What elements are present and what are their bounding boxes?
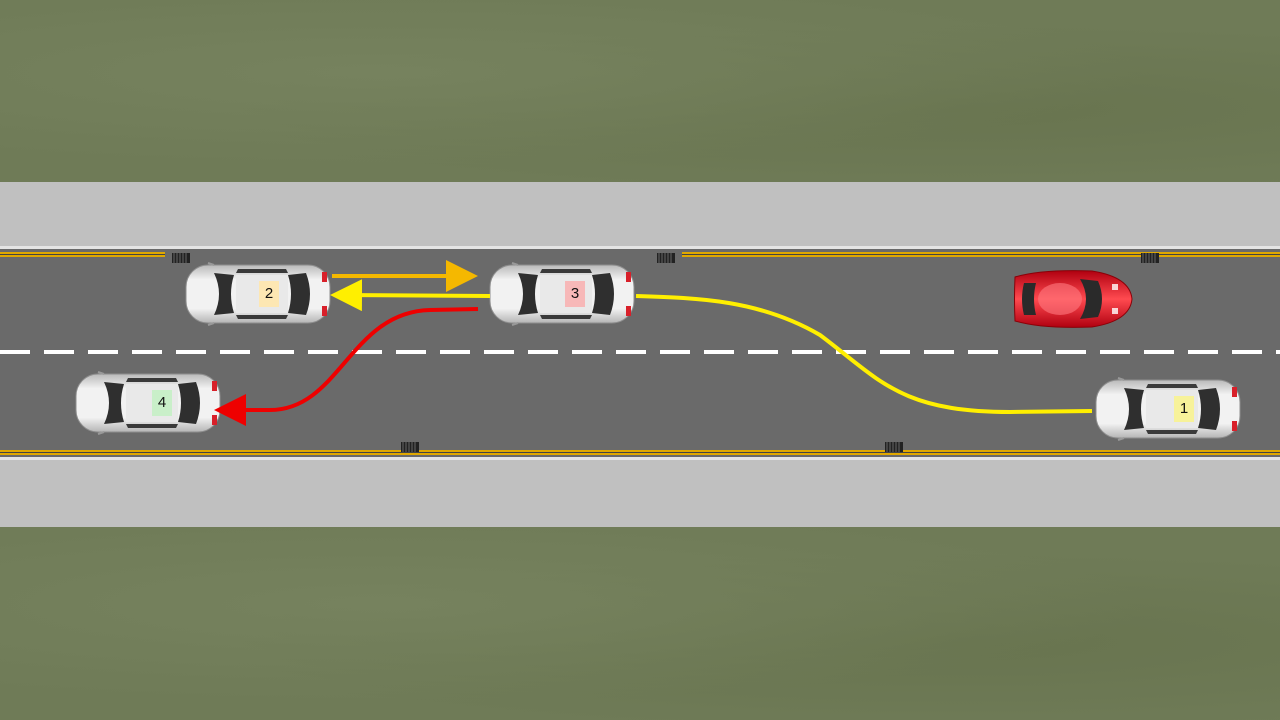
path-car1-to-car3 xyxy=(635,294,1093,415)
car-1 xyxy=(1095,377,1241,441)
drain-grate xyxy=(400,441,420,453)
arrow-car3-to-car2 xyxy=(330,279,491,312)
drain-grate xyxy=(171,252,191,264)
red-car xyxy=(1014,270,1133,328)
lane-edge-top xyxy=(0,252,1280,257)
drain-grate xyxy=(884,441,904,453)
sidewalk-top xyxy=(0,182,1280,246)
drain-grate xyxy=(656,252,676,264)
car-3-label: 3 xyxy=(565,281,585,307)
car-4 xyxy=(75,371,221,435)
sidewalk-bottom xyxy=(0,460,1280,527)
grass-bottom xyxy=(0,527,1280,720)
curb-top xyxy=(0,246,1280,249)
grass-top xyxy=(0,0,1280,182)
car-4-label: 4 xyxy=(152,390,172,416)
path-car3-to-car4 xyxy=(214,307,479,426)
car-2 xyxy=(185,262,331,326)
car-3 xyxy=(489,262,635,326)
lane-edge-bottom xyxy=(0,450,1280,455)
drain-grate xyxy=(1140,252,1160,264)
car-2-label: 2 xyxy=(259,281,279,307)
car-1-label: 1 xyxy=(1174,396,1194,422)
curb-bottom xyxy=(0,457,1280,460)
